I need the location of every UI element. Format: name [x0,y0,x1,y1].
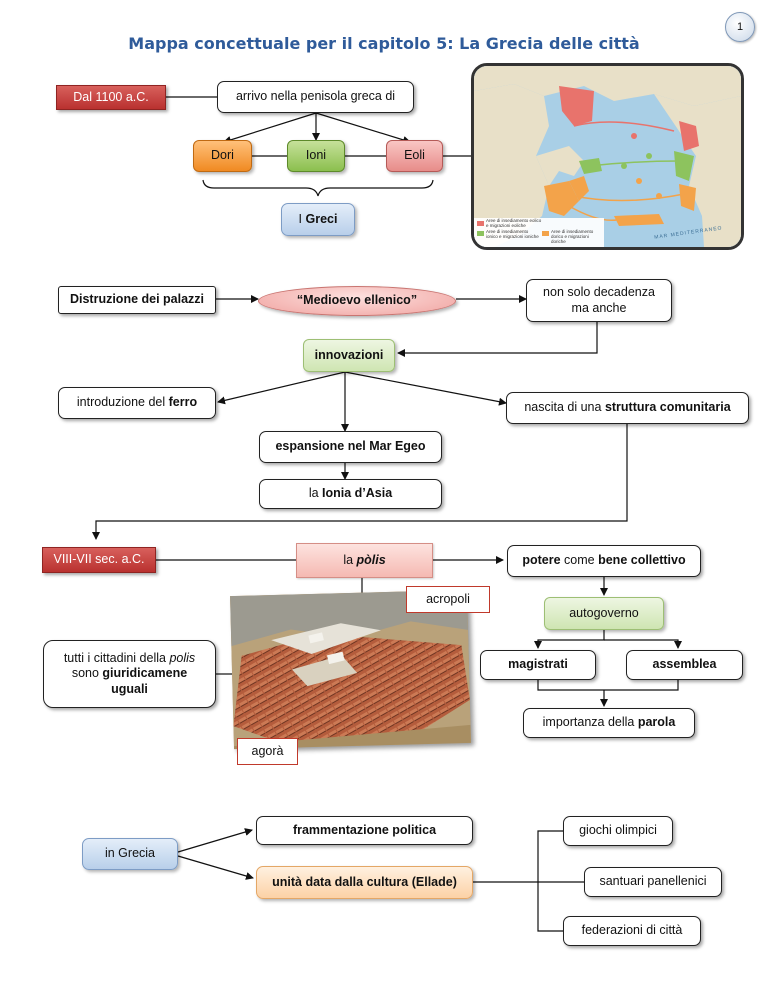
dori-box: Dori [193,140,252,172]
santuari-box: santuari panellenici [584,867,722,897]
map-legend-ionico: Aree di insediamento ionico e migrazioni… [486,229,539,239]
struttura-label: struttura comunitaria [604,400,731,415]
cittadini-box: tutti i cittadini della polis sono giuri… [43,640,216,708]
medioevo-ellipse: “Medioevo ellenico” [258,286,456,316]
cittadini-polis: polis [169,650,196,665]
cittadini-line1: tutti i cittadini della [63,650,170,665]
page-title: Mappa concettuale per il capitolo 5: La … [128,34,640,53]
struttura-prefix: nascita di una [524,400,605,415]
ioni-box: Ioni [287,140,345,172]
decadenza-box: non solo decadenza ma anche [526,279,672,322]
ferro-label: ferro [168,395,198,410]
autogoverno-box: autogoverno [544,597,664,630]
struttura-box: nascita di una struttura comunitaria [506,392,749,424]
unita-box: unità data dalla cultura (Ellade) [256,866,473,899]
destruction-box: Distruzione dei palazzi [58,286,216,314]
greek-migrations-map: Aree di insediamento eolico e migrazioni… [471,63,744,250]
map-drawing [474,66,741,247]
parola-prefix: importanza della [542,715,638,730]
date-viii-vii-box: VIII-VII sec. a.C. [42,547,156,573]
map-legend-eolico: Aree di insediamento eolico e migrazioni… [486,218,542,228]
map-legend-dorico: Aree di insediamento dorico e migrazioni… [551,229,594,244]
polis-label: pòlis [356,552,386,567]
frammentazione-box: frammentazione politica [256,816,473,845]
in-grecia-box: in Grecia [82,838,178,870]
date-1100-box: Dal 1100 a.C. [56,85,166,110]
bene-collettivo-label: bene collettivo [598,553,686,568]
ferro-box: introduzione del ferro [58,387,216,419]
greci-box: I Greci [281,203,355,236]
polis-illustration [230,589,471,750]
cittadini-uguali: uguali [111,681,148,696]
agora-callout: agorà [237,738,298,765]
greci-label: Greci [305,211,338,226]
polis-prefix: la [343,552,357,567]
polis-drawing [230,589,471,750]
page-number-badge: 1 [725,12,755,42]
potere-box: potere come bene collettivo [507,545,701,577]
ferro-prefix: introduzione del [76,395,169,410]
polis-box: la pòlis [296,543,433,578]
cittadini-giuridicamene: giuridicamene [102,666,188,681]
potere-label: potere [522,553,561,568]
magistrati-box: magistrati [480,650,596,680]
parola-box: importanza della parola [523,708,695,738]
parola-label: parola [637,715,676,730]
federazioni-box: federazioni di città [563,916,701,946]
potere-mid: come [560,553,599,568]
giochi-olimpici-box: giochi olimpici [563,816,673,846]
innovazioni-box: innovazioni [303,339,395,372]
greci-prefix: I [298,211,306,226]
assemblea-box: assemblea [626,650,743,680]
eoli-box: Eoli [386,140,443,172]
arrival-box: arrivo nella penisola greca di [217,81,414,113]
ionia-label: Ionia d’Asia [322,486,393,501]
decadenza-line-1: non solo decadenza [543,284,655,299]
decadenza-line-2: ma anche [571,300,627,315]
acropoli-callout: acropoli [406,586,490,613]
ionia-box: la Ionia d’Asia [259,479,442,509]
cittadini-line2: sono [71,666,103,681]
ionia-prefix: la [308,486,323,501]
espansione-box: espansione nel Mar Egeo [259,431,442,463]
